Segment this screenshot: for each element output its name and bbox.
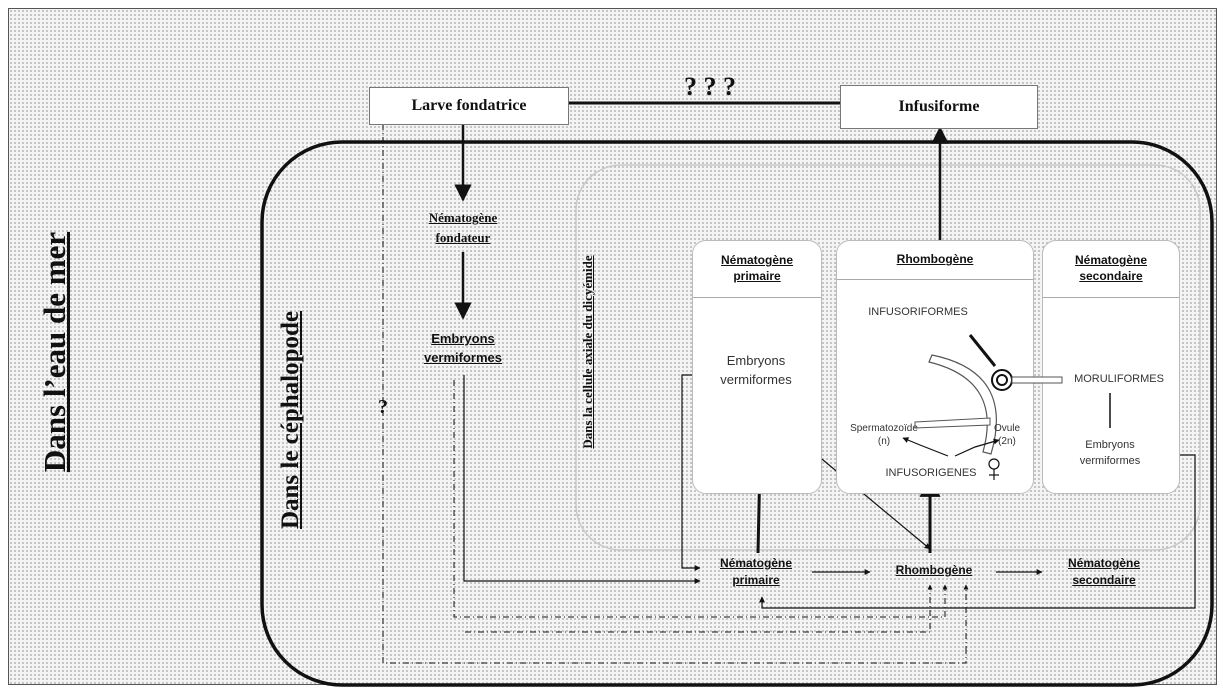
bottom-rhombogene: Rhombogène bbox=[895, 563, 973, 577]
panel-secondaire-head-line1: Nématogène bbox=[1074, 253, 1148, 268]
infusorigene-crescent bbox=[928, 354, 997, 455]
arrow-embryons-to-primaire bbox=[463, 375, 701, 584]
panel-primaire-head-line2: primaire bbox=[733, 269, 781, 283]
panel-rhombogene-head-label: Rhombogène bbox=[896, 252, 974, 267]
nematogene-fondateur-label: Nématogène fondateur bbox=[405, 208, 521, 247]
question-mark: ? bbox=[378, 396, 388, 418]
axial-cell-boundary bbox=[575, 164, 1201, 551]
ovule-ploidy: (2n) bbox=[998, 436, 1016, 447]
bottom-nematogene-secondaire: Nématogène secondaire bbox=[1044, 555, 1164, 590]
infusiforme-label: Infusiforme bbox=[898, 98, 980, 115]
sperm-duct bbox=[914, 417, 991, 429]
infusoriforme-circle-inner bbox=[996, 374, 1008, 386]
panel-primaire-embryons: Embryons vermiformes bbox=[692, 352, 820, 390]
nematogene-fondateur-line2: fondateur bbox=[435, 229, 491, 245]
spermatozoide-ploidy: (n) bbox=[877, 436, 891, 447]
spermatozoide-label: Spermatozoïde (n) bbox=[836, 422, 932, 448]
moruliformes-link bbox=[1011, 376, 1063, 384]
embryons-vermiformes-line2: vermiformes bbox=[423, 349, 503, 365]
infusorigenes-label: INFUSORIGENES bbox=[885, 467, 977, 479]
ovule-label: Ovule (2n) bbox=[985, 422, 1029, 448]
dashed-feedback-4 bbox=[465, 584, 933, 633]
panel-secondaire-embryons-line1: Embryons bbox=[1085, 439, 1135, 451]
arrow-secondaire-loop bbox=[759, 454, 1196, 609]
nematogene-fondateur-line1: Nématogène bbox=[428, 210, 498, 225]
infusoriformes-label: INFUSORIFORMES bbox=[868, 306, 968, 318]
panel-rhombogene: Rhombogène bbox=[836, 240, 1034, 494]
arrow-to-ovule bbox=[954, 438, 1000, 457]
bottom-secondaire-line2: secondaire bbox=[1072, 573, 1136, 588]
ovule-text: Ovule bbox=[993, 423, 1021, 434]
panel-secondaire-head: Nématogène secondaire bbox=[1043, 241, 1179, 298]
infusiforme-box: Infusiforme bbox=[840, 85, 1038, 129]
unknown-link-question: ? ? ? bbox=[684, 72, 736, 101]
embryons-vermiformes-label: Embryons vermiformes bbox=[405, 330, 521, 368]
panel-secondaire-head-line2: secondaire bbox=[1079, 269, 1143, 283]
larve-fondatrice-box: Larve fondatrice bbox=[369, 87, 569, 125]
bottom-primaire-line1: Nématogène bbox=[719, 556, 793, 570]
panel-primaire-head-line1: Nématogène bbox=[720, 253, 794, 268]
arrow-to-sperm bbox=[902, 437, 949, 457]
panel-nematogene-secondaire: Nématogène secondaire bbox=[1042, 240, 1180, 494]
dashed-feedback-3 bbox=[382, 124, 967, 664]
panel-rhombogene-head: Rhombogène bbox=[837, 241, 1033, 280]
panel-nematogene-primaire: Nématogène primaire bbox=[692, 240, 822, 494]
arrow-panel-embryons-to-primaire bbox=[681, 374, 701, 571]
panel-secondaire-embryons: Embryons vermiformes bbox=[1042, 438, 1178, 470]
bottom-secondaire-line1: Nématogène bbox=[1067, 556, 1141, 570]
panel-primaire-embryons-line2: vermiformes bbox=[720, 371, 792, 387]
moruliformes-label: MORULIFORMES bbox=[1074, 373, 1164, 385]
cephalopod-boundary bbox=[260, 140, 1214, 687]
dashed-feedback-1 bbox=[453, 380, 948, 618]
embryons-vermiformes-line1: Embryons bbox=[431, 331, 495, 346]
spermatozoide-text: Spermatozoïde bbox=[850, 423, 918, 434]
bottom-nematogene-primaire: Nématogène primaire bbox=[700, 555, 812, 590]
bottom-primaire-line2: primaire bbox=[732, 573, 780, 588]
larve-fondatrice-label: Larve fondatrice bbox=[411, 97, 527, 114]
panel-secondaire-embryons-line2: vermiformes bbox=[1079, 454, 1141, 467]
panel-primaire-head: Nématogène primaire bbox=[693, 241, 821, 298]
panel-primaire-embryons-line1: Embryons bbox=[726, 353, 786, 368]
infusoriformes-pointer bbox=[968, 334, 997, 367]
female-symbol-circle bbox=[988, 458, 1000, 470]
